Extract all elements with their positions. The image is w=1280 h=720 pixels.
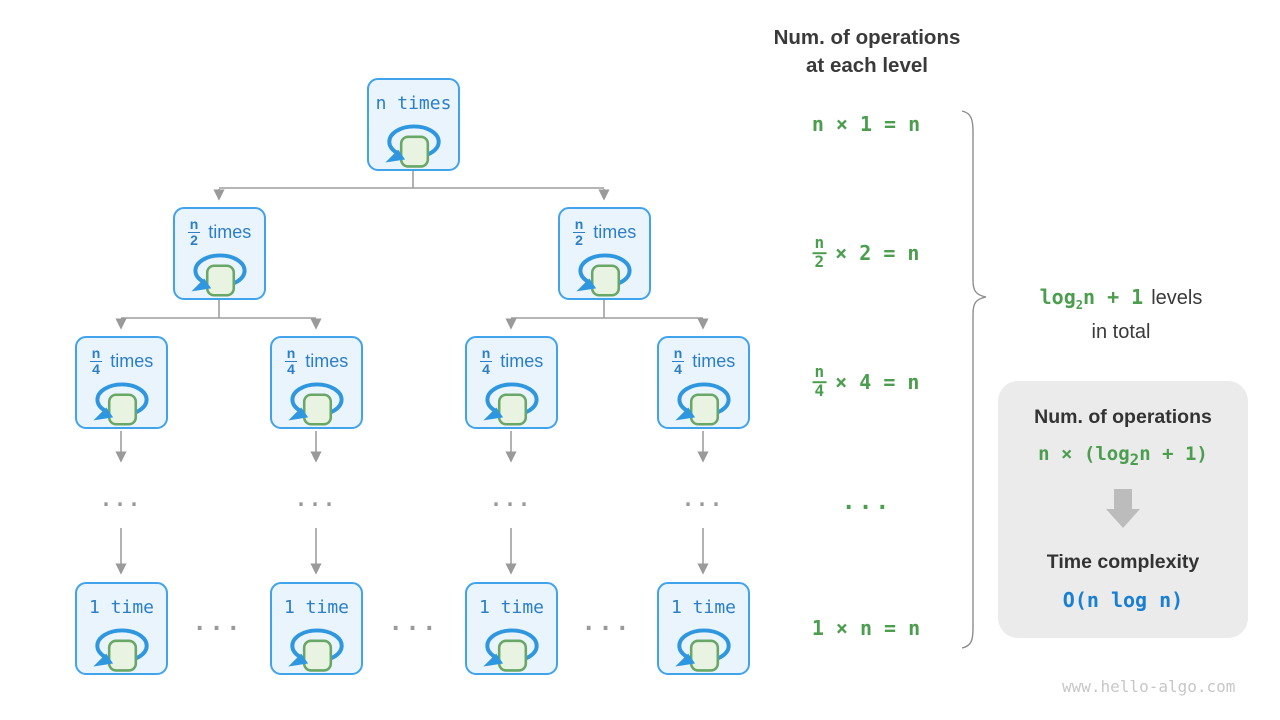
summary-card: Num. of operations n × (log2n + 1) Time … [998, 381, 1248, 638]
ellipsis-vertical: ... [294, 487, 338, 511]
loop-icon [482, 628, 539, 672]
loop-icon [287, 382, 344, 426]
loop-icon [190, 253, 247, 297]
times-word: times [208, 222, 252, 243]
loop-icon [674, 382, 731, 426]
tree-node-leaf-4: 1 time [657, 582, 750, 675]
time-complexity-value: O(n log n) [1062, 588, 1184, 612]
node-label: 1 time [478, 597, 545, 619]
fraction-denominator: 2 [190, 232, 198, 249]
loop-icon [482, 382, 539, 426]
summary-title: Num. of operations [1034, 406, 1212, 428]
level-formula-4: 1 × n = n [811, 616, 921, 640]
tree-node-root: n times [367, 78, 460, 171]
column-header-line2: at each level [806, 54, 928, 77]
tree-node-leaf-3: 1 time [465, 582, 558, 675]
loop-arrowhead-icon [384, 149, 405, 163]
watermark: www.hello-algo.com [1062, 677, 1236, 696]
formula-rest: × 2 = n [835, 241, 920, 265]
ellipsis-formula: ... [841, 489, 893, 515]
loop-icon [92, 628, 149, 672]
column-header-line1: Num. of operations [773, 26, 961, 49]
ellipsis-horizontal: ... [581, 610, 633, 636]
loop-icon [92, 382, 149, 426]
node-label: 1 time [283, 597, 350, 619]
tree-node-leaf-2: 1 time [270, 582, 363, 675]
node-label: 1 time [88, 597, 155, 619]
fraction-numerator: n [187, 216, 201, 234]
task-square-icon [399, 135, 429, 168]
ellipsis-vertical: ... [681, 487, 725, 511]
column-header: Num. of operations at each level [760, 24, 974, 80]
loop-icon [384, 124, 441, 168]
node-label: 1 time [670, 597, 737, 619]
ellipsis-horizontal: ... [388, 610, 440, 636]
summary-title2: Time complexity [1046, 551, 1200, 573]
formula-rest: × 4 = n [835, 370, 920, 394]
summary-formula: n × (log2n + 1) [1038, 443, 1208, 469]
ellipsis-horizontal: ... [192, 610, 244, 636]
ellipsis-vertical: ... [489, 487, 533, 511]
tree-node-leaf-1: 1 time [75, 582, 168, 675]
node-label: n times [375, 93, 452, 115]
loop-icon [674, 628, 731, 672]
ellipsis-vertical: ... [99, 487, 143, 511]
level-formula-1: n × 1 = n [811, 112, 921, 136]
loop-icon [287, 628, 344, 672]
down-arrow-icon [1106, 489, 1140, 528]
levels-brace [961, 110, 987, 649]
loop-icon [575, 253, 632, 297]
